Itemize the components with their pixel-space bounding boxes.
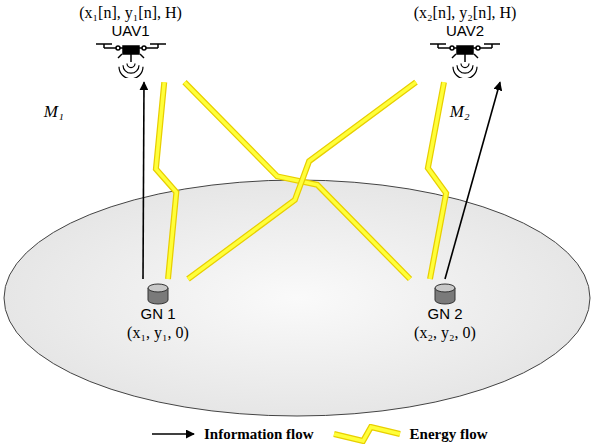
bolt-outline: [188, 82, 416, 279]
node-name: UAV1: [111, 22, 149, 40]
legend-text: Information flow: [204, 426, 314, 443]
ground-node: GN 1(x₁, y₁, 0): [108, 282, 208, 343]
bolt-core: [428, 82, 446, 279]
bolt-sample: [332, 424, 402, 444]
uav-icon: [94, 40, 168, 78]
energy-flow: [428, 82, 446, 279]
position-label: (x₂[n], y₂[n], H): [414, 3, 517, 22]
legend-text: Energy flow: [410, 426, 488, 443]
arrow-line: [143, 82, 144, 279]
uav-node: (x₂[n], y₂[n], H)UAV2: [395, 2, 535, 79]
message-label: M₂: [450, 102, 470, 122]
position-label: (x₂, y₂, 0): [414, 323, 476, 342]
node-name: GN 2: [427, 305, 462, 323]
energy-flow: [156, 82, 176, 279]
information-flow: [143, 82, 144, 279]
bolt-core: [188, 82, 416, 279]
uav-node: (x₁[n], y₁[n], H)UAV1: [63, 2, 198, 79]
legend: Information flow Energy flow: [150, 424, 506, 444]
message-label: M₁: [44, 102, 64, 122]
ground-node-icon: [146, 283, 170, 305]
arrow-sample: [150, 426, 196, 442]
uav-icon: [428, 40, 502, 78]
arrow-line: [445, 82, 500, 279]
legend-item: Energy flow: [332, 424, 488, 444]
information-flow: [445, 82, 500, 279]
bolt-outline: [156, 82, 176, 279]
position-label: (x₁[n], y₁[n], H): [79, 3, 182, 22]
ground-region: [4, 180, 590, 416]
position-label: (x₁, y₁, 0): [127, 323, 189, 342]
energy-flow: [188, 82, 416, 279]
bolt-outline: [428, 82, 446, 279]
node-name: GN 1: [140, 305, 175, 323]
bolt-core: [156, 82, 176, 279]
ground-node-icon: [433, 283, 457, 305]
node-name: UAV2: [446, 22, 484, 40]
legend-item: Information flow: [150, 426, 314, 443]
ground-node: GN 2(x₂, y₂, 0): [395, 282, 495, 343]
